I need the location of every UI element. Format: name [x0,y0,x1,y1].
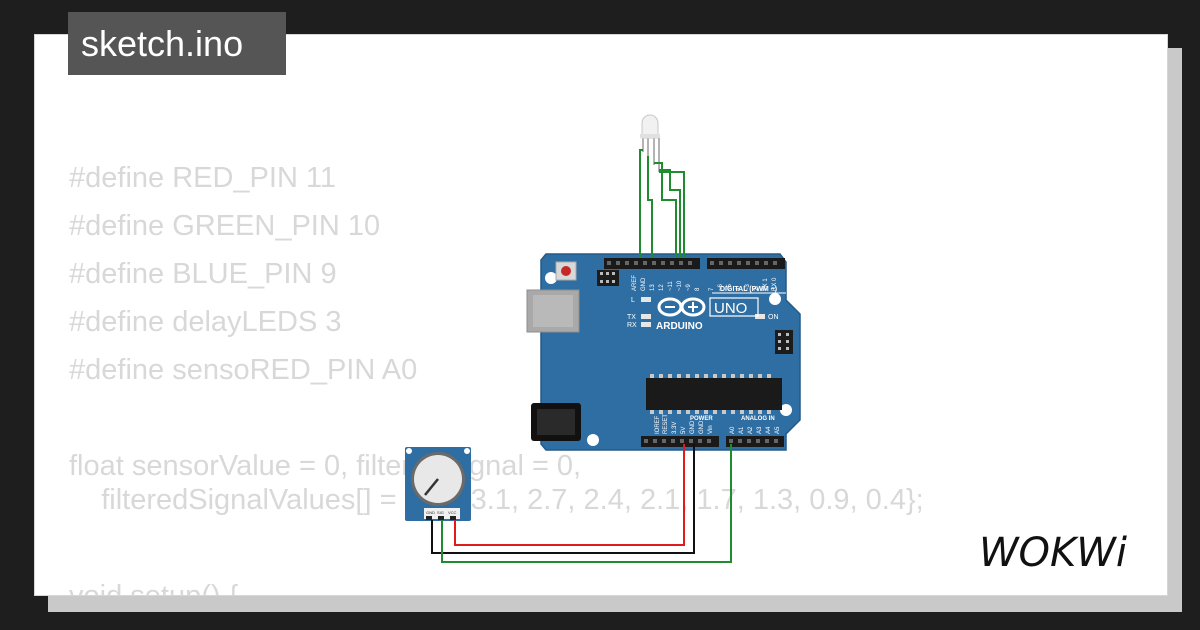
file-tab[interactable]: sketch.ino [68,12,286,75]
pot-pin-label: VCC [448,510,457,515]
pin-label: RX 0 [772,277,778,291]
pin-label: ~3 [745,283,751,291]
pin-label: Vin [708,425,714,434]
code-line: #define sensoRED_PIN A0 [69,354,418,386]
code-line: #define GREEN_PIN 10 [69,210,381,242]
pin-label: 3.3V [672,422,678,434]
pin-label: GND [641,277,647,291]
power-label: POWER [690,416,713,422]
pot-pin-label: SIG [437,510,444,515]
pin-label: GND [690,420,696,434]
pin-label: GND [699,420,705,434]
pin-label: A3 [757,426,763,434]
arduino-logo-icon [657,297,706,317]
pot-wires [431,444,732,563]
arduino-uno-board[interactable]: AREF GND 13 12 ~11 ~10 ~9 8 7 ~6 ~5 4 ~3… [526,253,801,451]
code-line: #define delayLEDS 3 [69,306,342,338]
digital-header[interactable] [604,258,785,269]
pin-label: 7 [709,287,715,291]
led-rx [641,322,651,327]
code-line: #define BLUE_PIN 9 [69,258,337,290]
code-line: void setup() { [69,580,239,596]
power-analog-header[interactable] [641,436,784,447]
pin-label: ~11 [668,281,674,291]
pin-label: ~5 [727,283,733,291]
pin-label: TX 1 [763,278,769,291]
led-tx [641,314,651,319]
pin-label: A1 [739,426,745,434]
led-on [755,314,765,319]
led-l-label: L [631,297,635,304]
pin-label: ~9 [686,283,692,291]
pin-label: AREF [632,275,638,291]
pin-label: 2 [754,287,760,291]
led-wires [639,149,685,258]
led-on-label: ON [768,314,779,321]
analog-label: ANALOG IN [741,416,775,422]
pin-label: 8 [695,287,701,291]
led-rx-label: RX [627,322,637,329]
pin-label: 12 [659,284,665,291]
pin-label: RESET [663,414,669,434]
pin-label: 13 [650,284,656,291]
pin-label: 5V [681,427,687,434]
code-line: #define RED_PIN 11 [69,162,337,194]
pin-label: A4 [766,426,772,434]
pin-label: A5 [775,426,781,434]
digital-label: DIGITAL (PWM ~) [720,286,777,293]
pin-label: A0 [730,426,736,434]
wokwi-logo-text: WOKWi [979,530,1127,576]
led-tx-label: TX [627,314,636,321]
rgb-led[interactable] [640,114,660,172]
led-l [641,297,651,302]
microcontroller-chip [646,374,782,414]
pin-label: IOREF [655,415,661,434]
pin-label: ~10 [677,280,683,291]
pin-label: 4 [736,287,742,291]
potentiometer[interactable]: GND SIG VCC [405,447,471,521]
wokwi-logo: WOKWi [979,530,1127,576]
board-model: UNO [714,300,747,317]
pin-label: ~6 [718,283,724,291]
pin-label: A2 [748,426,754,434]
board-brand: ARDUINO [656,321,703,332]
pot-pin-label: GND [426,510,435,515]
